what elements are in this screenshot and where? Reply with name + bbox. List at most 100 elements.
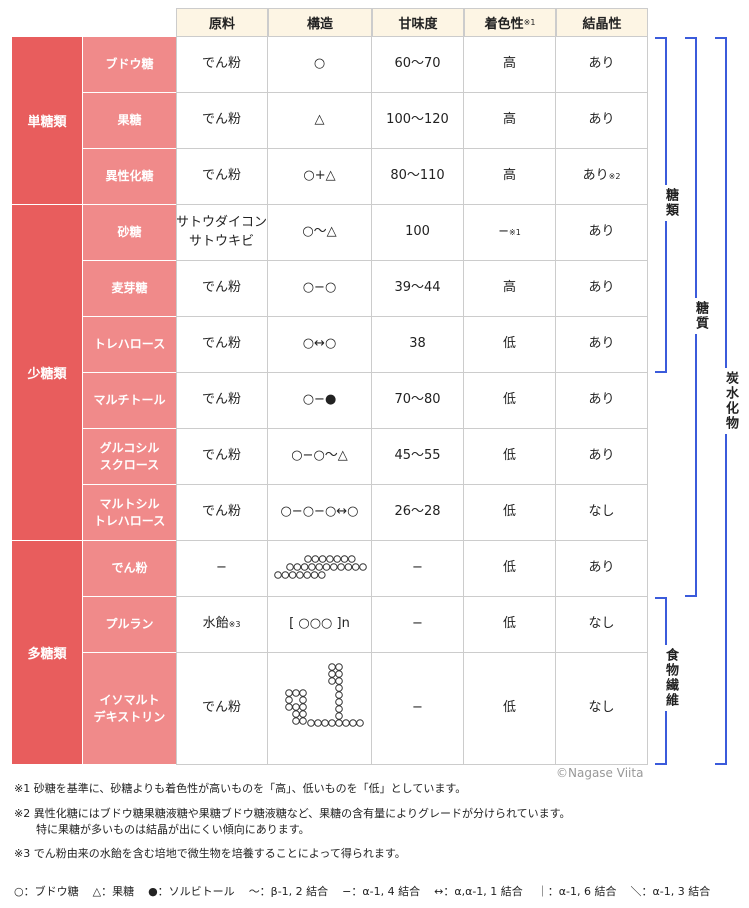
legend-alpha14: −：α-1, 4 結合	[342, 885, 421, 898]
cell-crystal: あり	[556, 261, 648, 317]
cell-structure: ○+△	[268, 149, 372, 205]
cell-sweetness: 60〜70	[372, 37, 464, 93]
legend-fructose: △：果糖	[92, 885, 135, 898]
cell-material: でん粉	[176, 653, 268, 765]
cell-crystal: なし	[556, 485, 648, 541]
cell-crystal: あり	[556, 93, 648, 149]
legend-alpha16: ｜：α-1, 6 結合	[536, 885, 617, 898]
coloring-value: 高	[502, 112, 516, 128]
header-coloring-note: ※1	[523, 18, 536, 27]
cell-material: サトウダイコン サトウキビ	[176, 205, 268, 261]
coloring-value: 低	[502, 504, 516, 520]
bracket-sugars-label: 糖類	[661, 185, 680, 221]
cell-material: でん粉	[176, 37, 268, 93]
material-value: でん粉	[201, 336, 241, 352]
crystal-value: あり	[582, 168, 609, 184]
row-name: トレハロース	[82, 317, 176, 373]
header-material: 原料	[176, 8, 268, 37]
cell-material: でん粉	[176, 485, 268, 541]
row-name: 砂糖	[82, 205, 176, 261]
material-value: でん粉	[201, 448, 241, 464]
material-note: ※3	[228, 619, 241, 629]
legend-sorbitol: ●：ソルビトール	[148, 885, 235, 898]
sweetness-value: −	[412, 616, 423, 632]
row-name: プルラン	[82, 597, 176, 653]
coloring-value: −	[498, 224, 510, 240]
cell-structure: △	[268, 93, 372, 149]
sweetness-value: 70〜80	[394, 392, 441, 408]
material-value: サトウダイコン サトウキビ	[176, 215, 268, 249]
coloring-value: 低	[502, 336, 516, 352]
legend-alpha13: ＼：α-1, 3 結合	[630, 885, 711, 898]
header-crystal: 結晶性	[556, 8, 648, 37]
coloring-value: 低	[502, 392, 516, 408]
cell-coloring: −※1	[464, 205, 556, 261]
cell-sweetness: 38	[372, 317, 464, 373]
cell-sweetness: −	[372, 653, 464, 765]
row-name: マルチトール	[82, 373, 176, 429]
cell-structure: ○−○〜△	[268, 429, 372, 485]
cell-material: でん粉	[176, 261, 268, 317]
coloring-value: 低	[502, 448, 516, 464]
row-name: 麦芽糖	[82, 261, 176, 317]
cell-structure: ○〜△	[268, 205, 372, 261]
sweetness-value: 100〜120	[386, 112, 449, 128]
header-structure: 構造	[268, 8, 372, 37]
crystal-value: あり	[588, 56, 615, 72]
sweetness-value: 100	[405, 224, 430, 240]
cell-coloring: 低	[464, 317, 556, 373]
legend-glucose: ○：ブドウ糖	[14, 885, 79, 898]
cell-coloring: 低	[464, 429, 556, 485]
cell-structure: ○	[268, 37, 372, 93]
note-2-cont: 特に果糖が多いものは結晶が出にくい傾向にあります。	[36, 823, 310, 836]
crystal-value: あり	[588, 112, 615, 128]
cell-crystal: なし	[556, 653, 648, 765]
structure-value: ○+△	[303, 168, 336, 184]
coloring-value: 低	[502, 616, 516, 632]
cell-material: でん粉	[176, 429, 268, 485]
crystal-value: なし	[588, 504, 615, 520]
category-mono: 単糖類	[12, 37, 82, 205]
crystal-value: あり	[588, 560, 615, 576]
coloring-value: 低	[502, 560, 516, 576]
row-name: でん粉	[82, 541, 176, 597]
cell-sweetness: 80〜110	[372, 149, 464, 205]
cell-coloring: 高	[464, 37, 556, 93]
structure-value: ○〜△	[302, 224, 337, 240]
cell-crystal: あり	[556, 205, 648, 261]
cell-coloring: 高	[464, 261, 556, 317]
structure-value: ○−○〜△	[291, 448, 348, 464]
cell-sweetness: 70〜80	[372, 373, 464, 429]
cell-material: でん粉	[176, 317, 268, 373]
header-sweetness: 甘味度	[372, 8, 464, 37]
crystal-value: なし	[588, 616, 615, 632]
cell-crystal: あり	[556, 317, 648, 373]
material-value: 水飴	[202, 616, 229, 632]
cell-sweetness: −	[372, 597, 464, 653]
material-value: でん粉	[201, 168, 241, 184]
material-value: でん粉	[201, 504, 241, 520]
row-name: グルコシル スクロース	[82, 429, 176, 485]
sweetness-value: 60〜70	[394, 56, 441, 72]
copyright: ©Nagase Viita	[556, 766, 644, 780]
crystal-value: なし	[588, 700, 615, 716]
cell-crystal: あり※2	[556, 149, 648, 205]
cell-structure: ○↔○	[268, 317, 372, 373]
cell-structure: ○−○	[268, 261, 372, 317]
cell-crystal: あり	[556, 429, 648, 485]
cell-structure	[268, 653, 372, 765]
cell-structure	[268, 541, 372, 597]
coloring-value: 低	[502, 700, 516, 716]
crystal-value: あり	[588, 392, 615, 408]
bracket-saccharides-label: 糖質	[691, 298, 710, 334]
note-2: ※2 異性化糖にはブドウ糖果糖液糖や果糖ブドウ糖液糖など、果糖の含有量によりグレ…	[14, 807, 571, 820]
cell-material: でん粉	[176, 149, 268, 205]
cell-material: でん粉	[176, 373, 268, 429]
header-coloring-label: 着色性	[484, 17, 524, 32]
row-name: イソマルト デキストリン	[82, 653, 176, 765]
category-poly: 多糖類	[12, 541, 82, 765]
structure-value: ○↔○	[302, 336, 337, 352]
row-name: 異性化糖	[82, 149, 176, 205]
row-name: 果糖	[82, 93, 176, 149]
sweetness-value: −	[412, 700, 423, 716]
